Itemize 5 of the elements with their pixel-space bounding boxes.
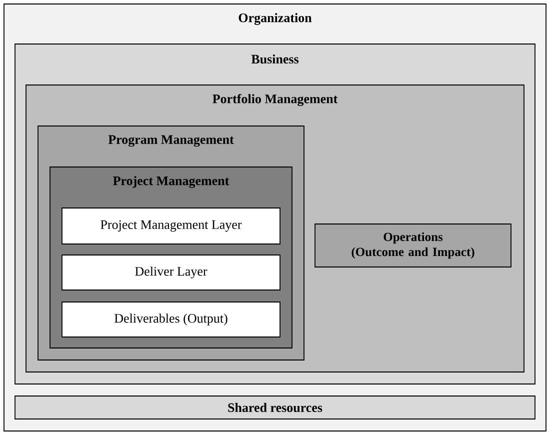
operations-box: Operations (Outcome and Impact) xyxy=(314,224,512,268)
layer-box: Project Management Layer xyxy=(62,208,280,244)
layer-box: Deliverables (Output) xyxy=(62,302,280,338)
shared-resources-bar: Shared resources xyxy=(14,396,536,420)
layer-box: Deliver Layer xyxy=(62,254,280,290)
